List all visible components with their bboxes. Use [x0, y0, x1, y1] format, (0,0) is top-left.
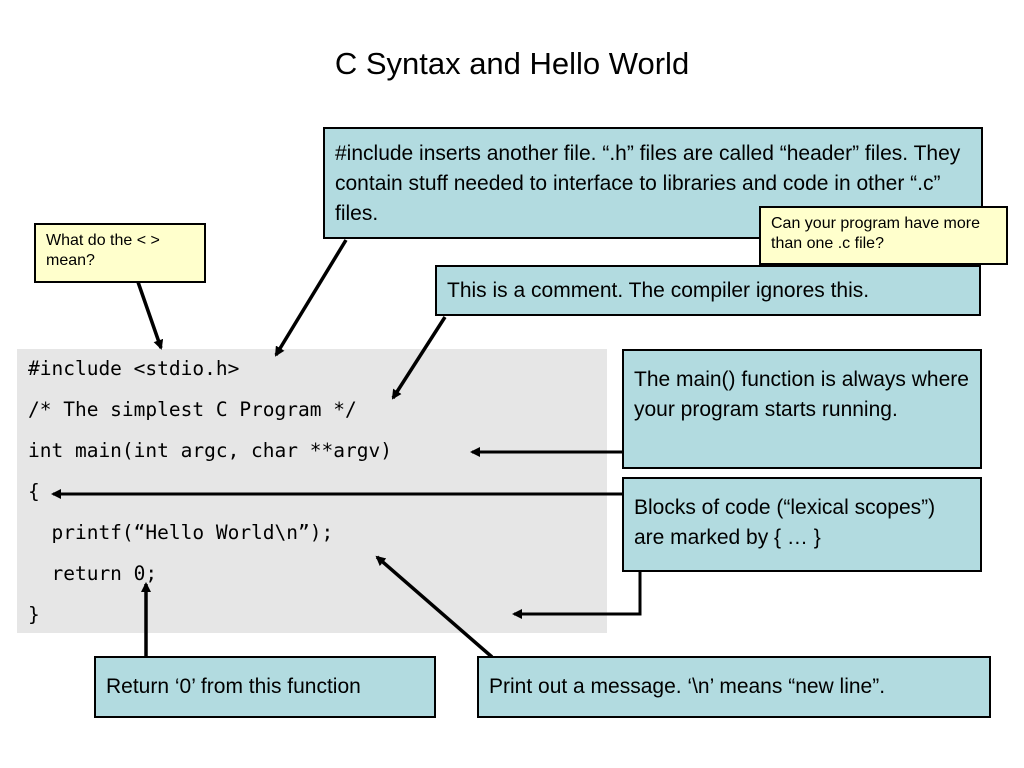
code-line-open-brace: { [28, 480, 40, 503]
note-multiple-files: Can your program have more than one .c f… [759, 206, 1008, 265]
callout-printf: Print out a message. ‘\n’ means “new lin… [477, 656, 991, 718]
arrow-angle-brackets [136, 281, 164, 350]
arrow-printf [375, 555, 494, 659]
code-line-close-brace: } [28, 603, 40, 626]
callout-comment: This is a comment. The compiler ignores … [435, 265, 981, 316]
arrow-close-brace [512, 572, 642, 619]
note-angle-brackets: What do the < > mean? [34, 223, 206, 283]
callout-return: Return ‘0’ from this function [94, 656, 436, 718]
code-line-printf: printf(“Hello World\n”); [28, 521, 334, 544]
code-block [17, 349, 607, 633]
code-line-include: #include <stdio.h> [28, 357, 240, 380]
callout-main: The main() function is always where your… [622, 349, 982, 469]
code-line-comment: /* The simplest C Program */ [28, 398, 357, 421]
code-line-return: return 0; [28, 562, 158, 585]
arrow-comment [391, 316, 447, 400]
arrow-include [274, 239, 348, 357]
slide-title: C Syntax and Hello World [334, 46, 690, 81]
code-line-main: int main(int argc, char **argv) [28, 439, 392, 462]
callout-blocks: Blocks of code (“lexical scopes”) are ma… [622, 477, 982, 572]
